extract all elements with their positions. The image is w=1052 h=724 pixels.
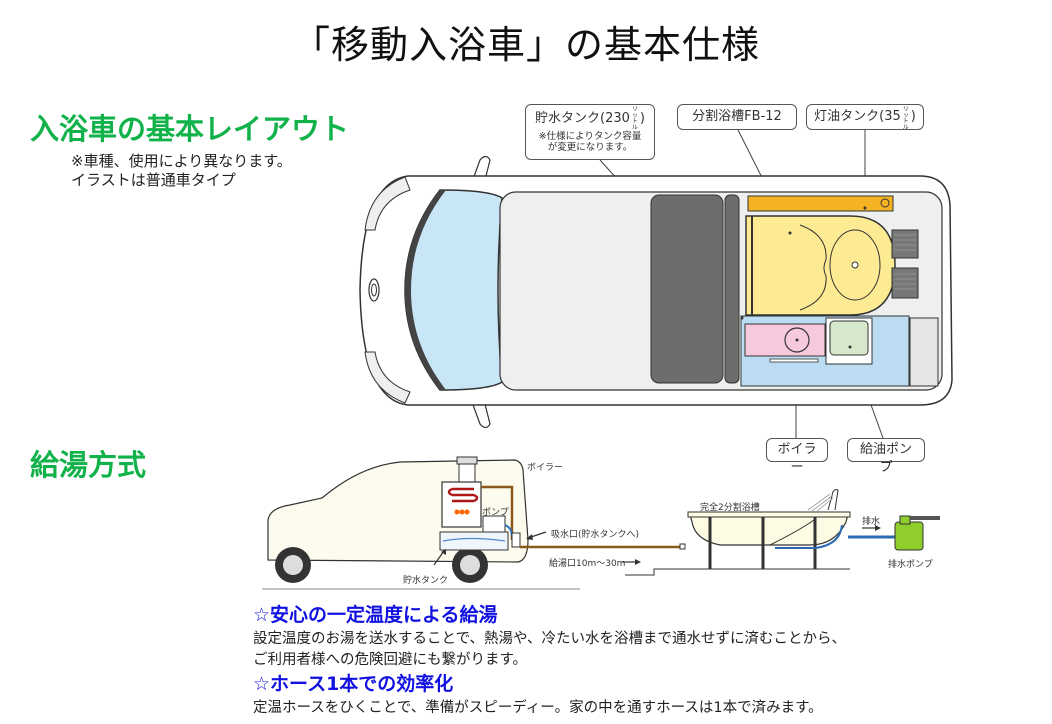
seat-back (724, 194, 740, 384)
kerosene-tank (747, 195, 894, 212)
drain-pump (894, 521, 924, 551)
layout-note: ※車種、使用により異なります。 イラストは普通車タイプ (71, 152, 292, 190)
layout-note-line: ※車種、使用により異なります。 (71, 152, 292, 170)
label-boiler: ボイラー (527, 463, 564, 473)
feature-list: ☆安心の一定温度による給湯 設定温度のお湯を送水することで、熱湯や、冷たい水を浴… (253, 600, 846, 717)
callout-fuel-pump: 給油ポンプ (847, 438, 925, 475)
label-intake: 吸水口(貯水タンクへ) (551, 530, 640, 540)
page-title: 「移動入浴車」の基本仕様 (291, 23, 760, 67)
fuel-pump (829, 320, 869, 356)
split-bathtub (689, 513, 849, 546)
pump-unit (482, 515, 506, 533)
layout-note-line: イラストは普通車タイプ (71, 171, 236, 189)
callout-boiler: ボイラー (766, 438, 828, 475)
water-tank-unit (439, 531, 509, 551)
bathtub (745, 215, 896, 316)
hot-water-section-title: 給湯方式 (30, 448, 147, 482)
layout-section-title: 入浴車の基本レイアウト (30, 112, 350, 146)
label-pump: ポンプ (482, 508, 509, 518)
label-drain: 排水 (862, 517, 881, 527)
seat (650, 194, 724, 384)
label-tub: 完全2分割浴槽 (700, 503, 760, 513)
feature-title: ☆安心の一定温度による給湯 (253, 604, 498, 626)
callout-bathtub: 分割浴槽FB-12 (677, 104, 797, 130)
feature-body-line: 定温ホースをひくことで、準備がスピーディー。家の中を通すホースは1本で済みます。 (253, 700, 823, 716)
hot-water-system-diagram (262, 456, 940, 590)
callout-water-tank: 貯水タンク(230リットル) ※仕様によりタンク容量 が変更になります。 (525, 104, 655, 160)
label-water-tank: 貯水タンク (403, 576, 449, 586)
hose-reels (891, 229, 919, 299)
feature-body-line: 設定温度のお湯を送水することで、熱湯や、冷たい水を浴槽まで通水せずに済むことから… (253, 631, 847, 647)
label-drain-pump: 排水ポンプ (888, 560, 933, 570)
feature-body-line: ご利用者様への危険回避にも繋がります。 (253, 652, 528, 668)
label-outlet: 給湯口10m〜30m (549, 559, 626, 569)
van-top-view-diagram (359, 129, 953, 439)
feature-title: ☆ホース1本での効率化 (253, 673, 454, 695)
boiler-unit (441, 481, 482, 528)
